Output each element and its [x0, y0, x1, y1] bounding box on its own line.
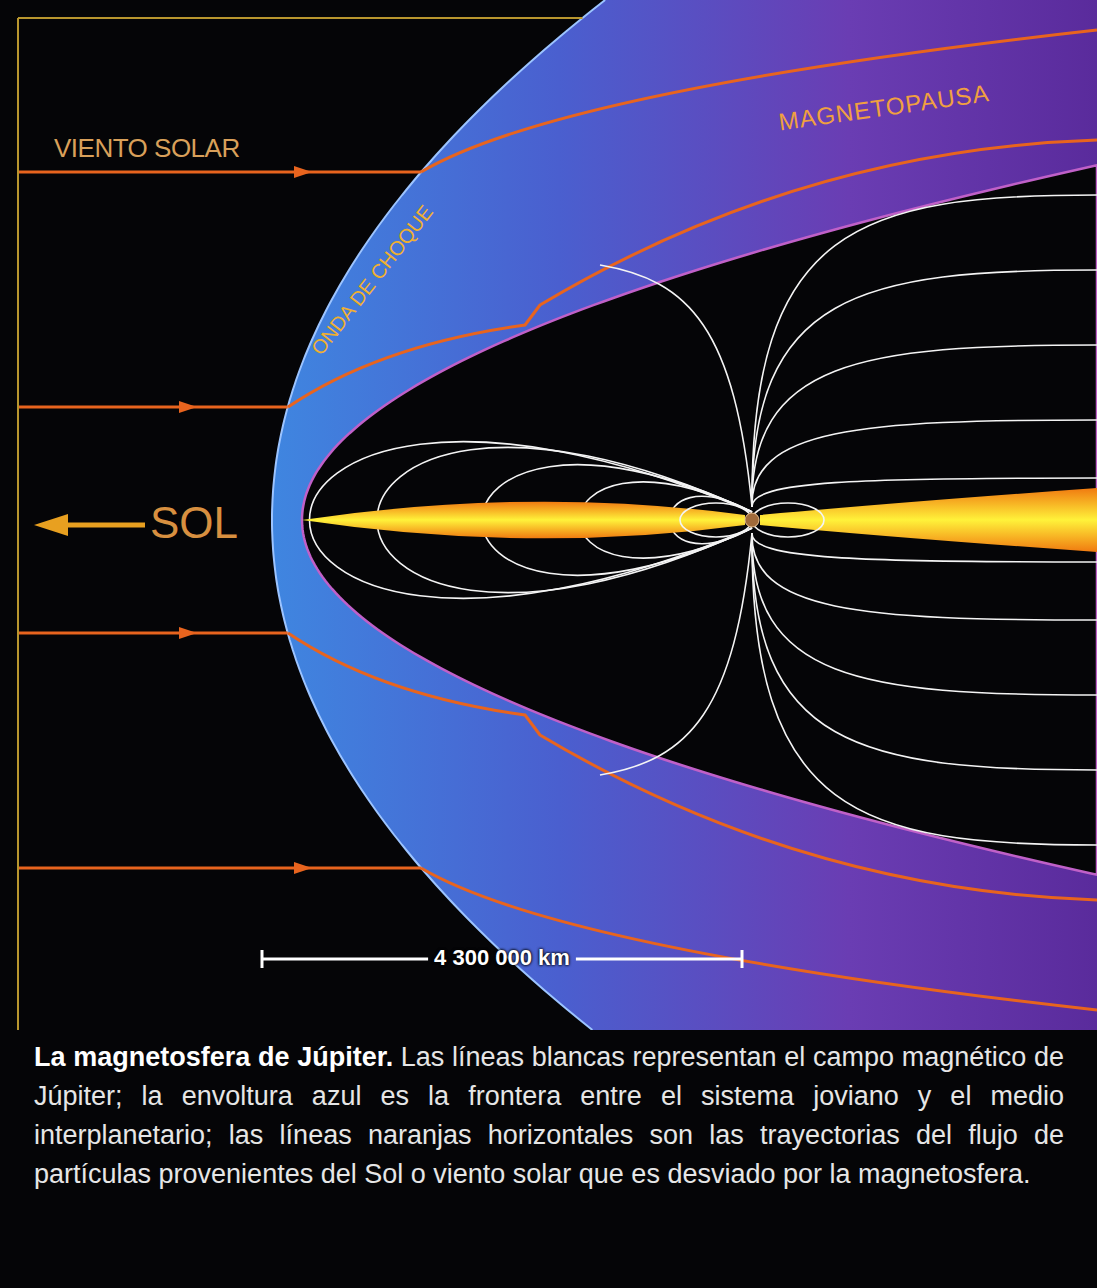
jupiter-planet	[745, 513, 759, 527]
frame-line	[18, 17, 583, 19]
caption-block: La magnetosfera de Júpiter.Las líneas bl…	[34, 1038, 1064, 1194]
solar-wind-line	[18, 171, 421, 174]
polar-field-line	[600, 533, 752, 775]
solar-wind-lines	[18, 30, 1097, 1010]
tail-field-line	[752, 533, 1097, 695]
wind-arrowhead	[294, 166, 312, 178]
wind-arrowhead	[179, 401, 197, 413]
background	[0, 0, 1097, 1030]
tail-field-line	[752, 533, 1097, 845]
sun-arrow	[62, 523, 145, 528]
plasma-sheet	[302, 502, 745, 539]
tail-field-line	[752, 345, 1097, 507]
inner-loop	[752, 503, 824, 537]
shock-band	[272, 0, 1097, 1030]
solar-wind-line	[18, 867, 421, 870]
deflected-wind-line	[421, 868, 1097, 1010]
plasma-sheet-tail	[760, 488, 1097, 552]
wind-label: VIENTO SOLAR	[54, 134, 240, 163]
frame-line	[17, 18, 19, 1030]
inner-loop	[680, 503, 752, 537]
sun-label: SOL	[150, 499, 238, 547]
scale-label: 4 300 000 km	[434, 946, 570, 970]
solar-wind-line	[18, 406, 288, 409]
deflected-wind-line	[421, 30, 1097, 172]
wind-arrowhead	[179, 627, 197, 639]
magnetopause	[302, 165, 1097, 875]
caption-title: La magnetosfera de Júpiter.	[34, 1042, 393, 1072]
sun-arrowhead	[34, 514, 68, 536]
tail-field-line	[752, 270, 1097, 507]
wind-arrowhead	[294, 862, 312, 874]
scale-line	[262, 958, 428, 961]
polar-field-line	[600, 265, 752, 507]
tail-field-line	[752, 195, 1097, 507]
solar-wind-line	[18, 632, 288, 635]
scale-line	[576, 958, 742, 961]
tail-field-line	[752, 533, 1097, 770]
